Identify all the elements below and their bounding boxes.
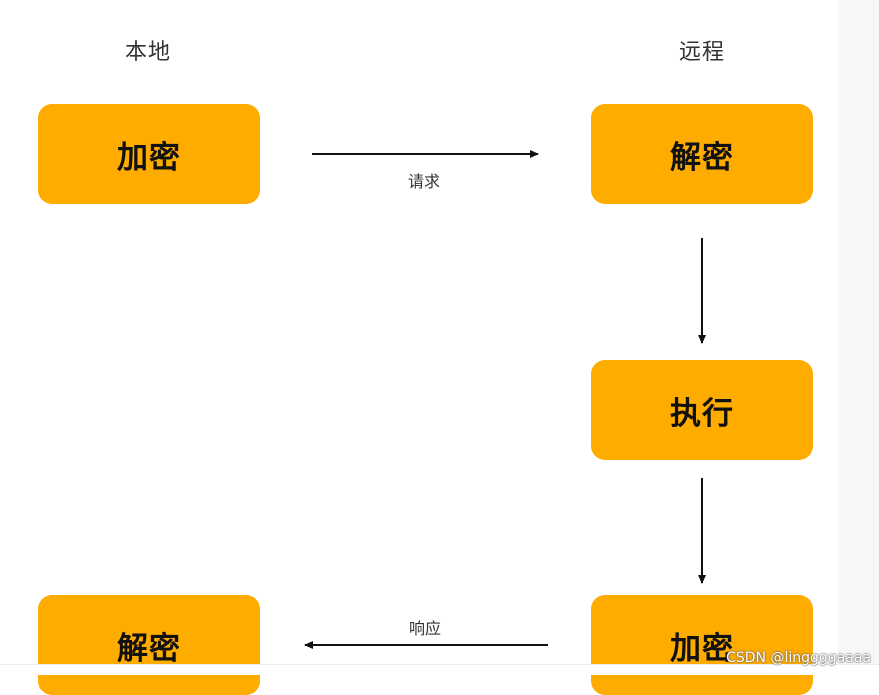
local-encrypt-node: 加密 [38,104,260,204]
request-label: 请求 [408,172,441,191]
bottom-edge [0,664,879,675]
remote-decrypt-node: 解密 [591,104,813,204]
remote-column-header: 远程 [679,40,726,65]
local-column-header: 本地 [125,40,172,65]
watermark-text: CSDN @linggggaaaa [726,650,871,666]
side-strip [838,0,879,674]
remote-execute-node: 执行 [591,360,813,460]
response-label: 响应 [409,619,442,638]
arrows-layer [304,150,706,649]
